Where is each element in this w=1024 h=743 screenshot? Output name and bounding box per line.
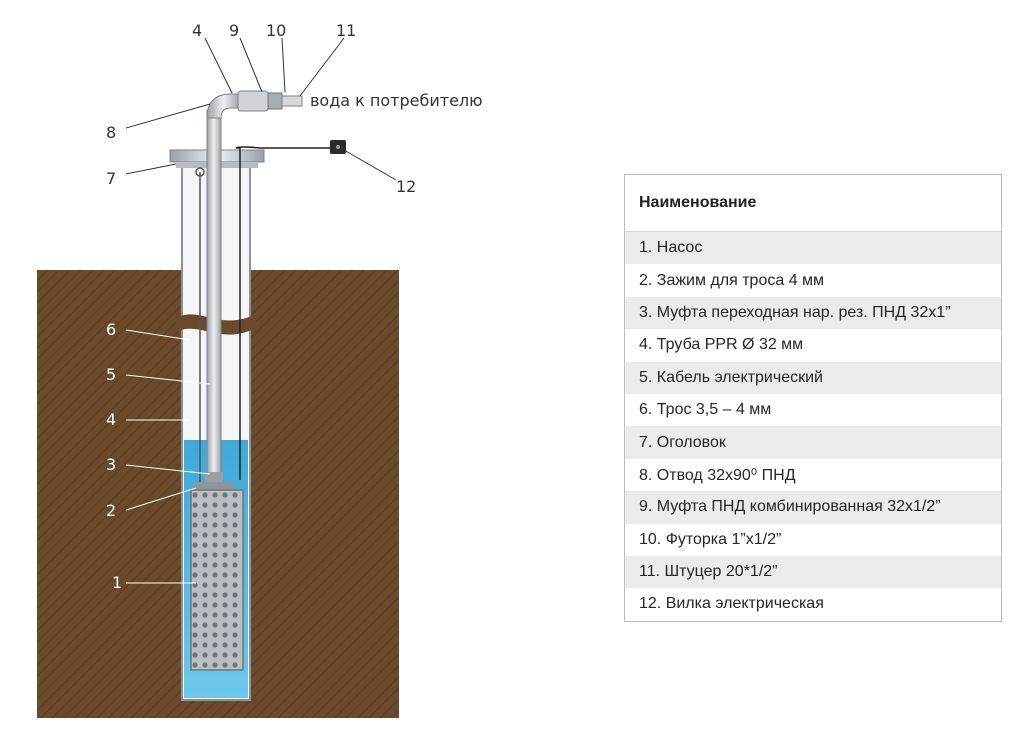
nipple-11 [281, 95, 303, 107]
riser-pipe [206, 109, 222, 481]
coupling-9 [237, 90, 269, 112]
clamp-2 [194, 482, 234, 490]
callout-5: 5 [106, 365, 116, 384]
futorka-10 [267, 92, 283, 110]
callout-11: 11 [336, 21, 356, 40]
table-row: 5. Кабель электрический [625, 361, 1001, 394]
callout-9: 9 [229, 21, 239, 40]
water-to-consumer-label: вода к потребителю [310, 91, 483, 110]
callout-10: 10 [266, 21, 286, 40]
callout-4: 4 [106, 410, 116, 429]
table-header: Наименование [625, 175, 1001, 232]
callout-1: 1 [112, 573, 122, 592]
table-row: 12. Вилка электрическая [625, 588, 1001, 621]
table-row: 11. Штуцер 20*1/2” [625, 555, 1001, 589]
table-row: 10. Футорка 1”х1/2” [625, 523, 1001, 556]
leader-lines-top [125, 37, 397, 181]
table-row: 3. Муфта переходная нар. рез. ПНД 32х1” [625, 296, 1001, 330]
callout-8: 8 [106, 123, 116, 142]
table-row: 4. Труба PPR Ø 32 мм [625, 329, 1001, 362]
coupling-3 [205, 472, 223, 482]
pump [190, 489, 244, 671]
table-row: 2. Зажим для троса 4 мм [625, 264, 1001, 297]
callout-6: 6 [106, 320, 116, 339]
table-row: 9. Муфта ПНД комбинированная 32х1/2” [625, 491, 1001, 524]
elbow [206, 93, 241, 119]
leader-lines [125, 329, 211, 584]
table-row: 8. Отвод 32х90⁰ ПНД [625, 458, 1001, 492]
callout-7: 7 [106, 169, 116, 188]
table-row: 1. Насос [625, 232, 1001, 265]
table-row: 7. Оголовок [625, 426, 1001, 459]
callout-2: 2 [106, 501, 116, 520]
callout-3: 3 [106, 455, 116, 474]
callout-4-top: 4 [192, 21, 202, 40]
electric-cable [235, 146, 330, 480]
well-diagram: 1 2 3 4 5 6 7 8 4 9 10 11 12 вода к потр… [37, 21, 483, 718]
table-row: 6. Трос 3,5 – 4 мм [625, 393, 1001, 427]
parts-table: Наименование 1. Насос 2. Зажим для троса… [624, 174, 1002, 622]
callout-12: 12 [396, 177, 416, 196]
